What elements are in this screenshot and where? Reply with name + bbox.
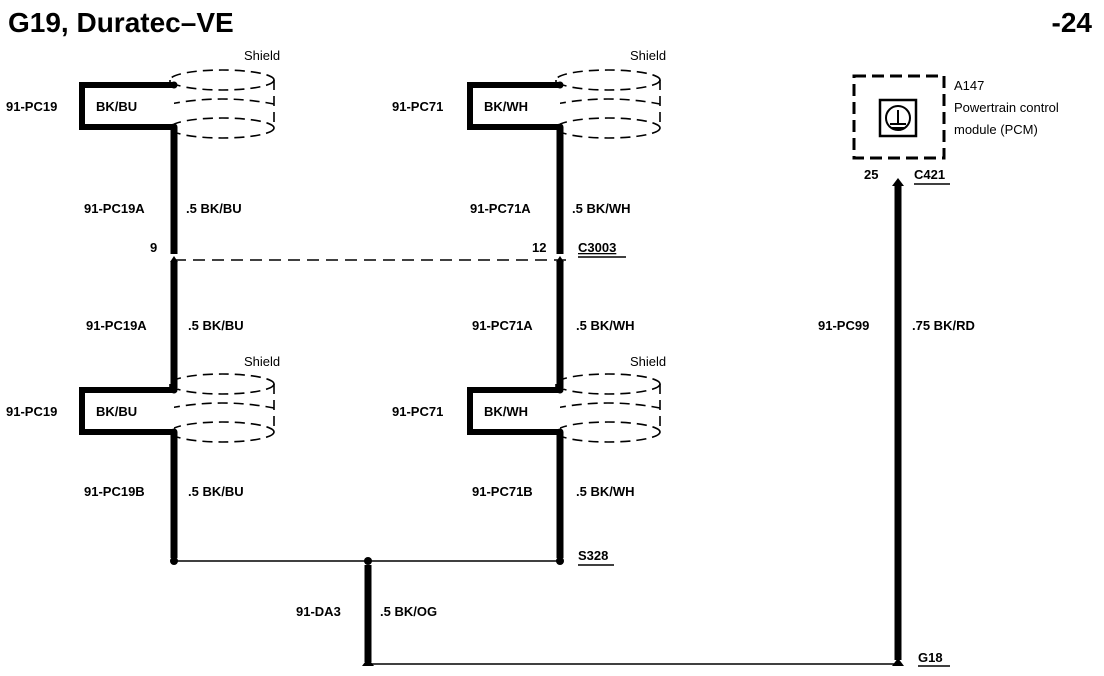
wire-color-label: BK/WH: [484, 404, 528, 419]
connector-pin-label: 25: [864, 167, 878, 182]
ground-symbol-icon: [878, 98, 918, 138]
wire-pair-bracket: [467, 387, 560, 435]
shield-label: Shield: [244, 354, 280, 369]
wire-spec-label: .75 BK/RD: [912, 318, 975, 333]
wire-spec-label: .5 BK/BU: [186, 201, 242, 216]
shield-top-right: [555, 69, 661, 139]
connector-pin-label: 9: [150, 240, 157, 255]
wire-pair-bracket: [79, 82, 174, 130]
wire-pair-bracket: [467, 82, 560, 130]
wire-spec-label: .5 BK/BU: [188, 318, 244, 333]
shield-bottom-right: [555, 373, 661, 443]
circuit-label: 91-PC71A: [470, 201, 531, 216]
connector-pin-label: 12: [532, 240, 546, 255]
page-number: -24: [1052, 7, 1093, 38]
module-id-label: A147: [954, 78, 984, 93]
wire-spec-label: .5 BK/WH: [576, 318, 635, 333]
wire-color-label: BK/BU: [96, 99, 137, 114]
page-title: G19, Duratec–VE: [8, 7, 234, 38]
connector-name-label: C3003: [578, 240, 616, 255]
circuit-label: 91-PC19A: [84, 201, 145, 216]
module-name-label: module (PCM): [954, 122, 1038, 137]
pcm-module-box: [852, 74, 946, 160]
circuit-label: 91-PC71A: [472, 318, 533, 333]
wire-id-label: 91-PC71: [392, 99, 443, 114]
ground-name-label: G18: [918, 650, 943, 665]
circuit-label: 91-PC19B: [84, 484, 145, 499]
circuit-label: 91-PC99: [818, 318, 869, 333]
shield-label: Shield: [244, 48, 280, 63]
circuit-label: 91-DA3: [296, 604, 341, 619]
wire-id-label: 91-PC71: [392, 404, 443, 419]
shield-label: Shield: [630, 48, 666, 63]
wire-spec-label: .5 BK/BU: [188, 484, 244, 499]
shield-label: Shield: [630, 354, 666, 369]
wire-spec-label: .5 BK/OG: [380, 604, 437, 619]
connector-name-label: C421: [914, 167, 945, 182]
wire-color-label: BK/BU: [96, 404, 137, 419]
circuit-label: 91-PC71B: [472, 484, 533, 499]
wire-id-label: 91-PC19: [6, 404, 57, 419]
wire-spec-label: .5 BK/WH: [576, 484, 635, 499]
shield-top-left: [169, 69, 275, 139]
shield-bottom-left: [169, 373, 275, 443]
splice-name-label: S328: [578, 548, 608, 563]
wire-spec-label: .5 BK/WH: [572, 201, 631, 216]
circuit-label: 91-PC19A: [86, 318, 147, 333]
wire-pair-bracket: [79, 387, 174, 435]
wire-id-label: 91-PC19: [6, 99, 57, 114]
module-name-label: Powertrain control: [954, 100, 1059, 115]
wire-color-label: BK/WH: [484, 99, 528, 114]
